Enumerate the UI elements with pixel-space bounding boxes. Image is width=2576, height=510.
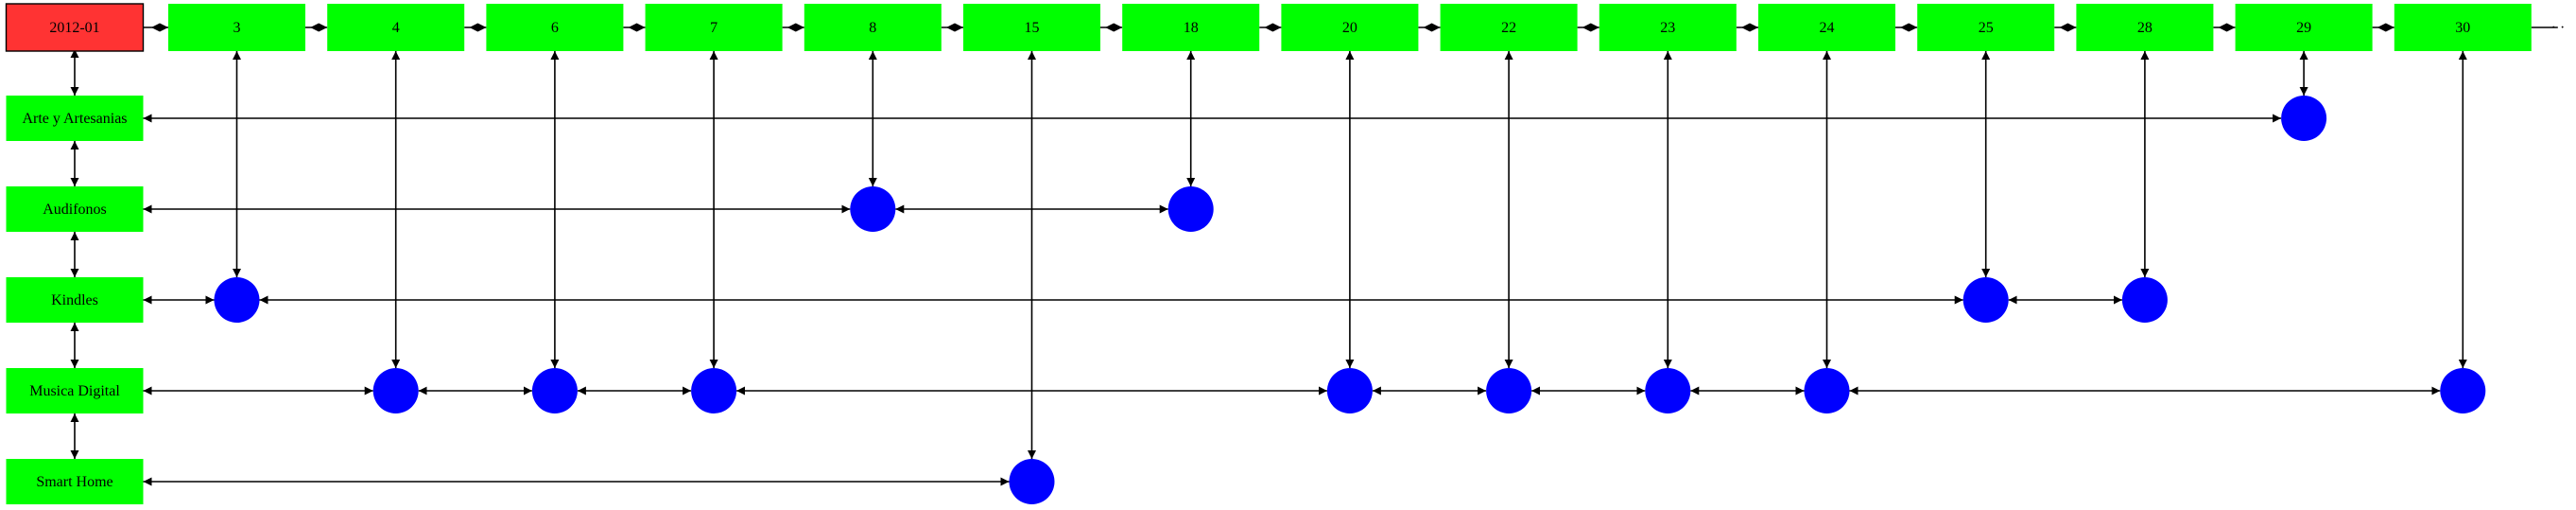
title-node-box [5,3,145,52]
day-node-23-label: 23 [1660,20,1675,36]
category-node-audifonos-label: Audifonos [43,202,107,218]
day-node-7-label: 7 [710,20,717,36]
day-node-7: 7 [645,4,783,51]
title-node-label: 2012-01 [49,20,99,36]
category-node-audifonos: Audifonos [6,186,144,232]
event-node-smart-home-15 [1009,459,1055,504]
category-node-smart-home-label: Smart Home [36,474,112,490]
event-node-musica-digital-4 [372,368,419,413]
day-node-3-label: 3 [233,20,241,36]
day-node-22-label: 22 [1501,20,1516,36]
day-node-24: 24 [1758,4,1895,51]
event-node-arte-y-artesanias-29 [2281,96,2327,141]
day-node-18-label: 18 [1184,20,1199,36]
event-node-musica-digital-6 [531,368,578,413]
event-node-kindles-25 [1962,277,2009,323]
event-node-audifonos-8 [850,186,896,232]
category-node-smart-home-box [6,459,144,504]
day-node-8: 8 [804,4,942,51]
day-node-24-box [1758,4,1895,51]
day-node-20-box [1281,4,1419,51]
day-node-4-label: 4 [392,20,400,36]
category-node-arte-y-artesanias: Arte y Artesanias [6,96,144,141]
day-node-30-label: 30 [2455,20,2470,36]
category-node-musica-digital-label: Musica Digital [29,383,120,399]
day-node-30-box [2394,4,2532,51]
event-node-musica-digital-23 [1645,368,1691,413]
day-node-29-box [2235,4,2373,51]
event-node-musica-digital-22 [1486,368,1532,413]
category-node-musica-digital-box [6,368,144,413]
event-node-musica-digital-24 [1804,368,1850,413]
event-node-musica-digital-7 [691,368,737,413]
day-node-4: 4 [327,4,465,51]
day-node-6-label: 6 [551,20,559,36]
day-node-4-box [327,4,465,51]
day-node-8-box [804,4,942,51]
day-node-18: 18 [1122,4,1260,51]
event-node-musica-digital-20 [1326,368,1373,413]
day-node-18-box [1122,4,1260,51]
category-node-kindles: Kindles [6,277,144,323]
category-node-arte-y-artesanias-box [6,96,144,141]
day-node-6-box [486,4,624,51]
day-node-25: 25 [1917,4,2055,51]
day-node-24-label: 24 [1820,20,1835,36]
day-node-15-box [963,4,1100,51]
category-node-smart-home: Smart Home [6,459,144,504]
day-node-20-label: 20 [1342,20,1357,36]
day-node-6: 6 [486,4,624,51]
day-node-15: 15 [963,4,1100,51]
category-node-musica-digital: Musica Digital [6,368,144,413]
category-node-arte-y-artesanias-label: Arte y Artesanias [22,111,127,127]
day-node-23-box [1599,4,1737,51]
event-node-musica-digital-30 [2440,368,2486,413]
edges-layer [70,23,2558,486]
day-node-15-label: 15 [1025,20,1040,36]
day-node-22: 22 [1440,4,1578,51]
category-node-kindles-label: Kindles [51,292,98,308]
day-node-25-label: 25 [1979,20,1994,36]
day-node-8-label: 8 [869,20,876,36]
day-node-28: 28 [2076,4,2214,51]
ellipsis-label: · · [2551,20,2566,36]
day-node-29: 29 [2235,4,2373,51]
day-node-23: 23 [1599,4,1737,51]
event-node-kindles-3 [214,277,260,323]
day-node-28-label: 28 [2137,20,2152,36]
day-node-25-box [1917,4,2055,51]
event-node-audifonos-18 [1167,186,1214,232]
day-node-7-box [645,4,783,51]
title-node: 2012-01 [5,3,145,52]
day-node-29-label: 29 [2296,20,2311,36]
day-node-3-box [168,4,305,51]
day-node-28-box [2076,4,2214,51]
day-node-30: 30 [2394,4,2532,51]
category-node-kindles-box [6,277,144,323]
event-node-kindles-28 [2121,277,2168,323]
day-node-20: 20 [1281,4,1419,51]
category-node-audifonos-box [6,186,144,232]
day-node-22-box [1440,4,1578,51]
day-node-3: 3 [168,4,305,51]
